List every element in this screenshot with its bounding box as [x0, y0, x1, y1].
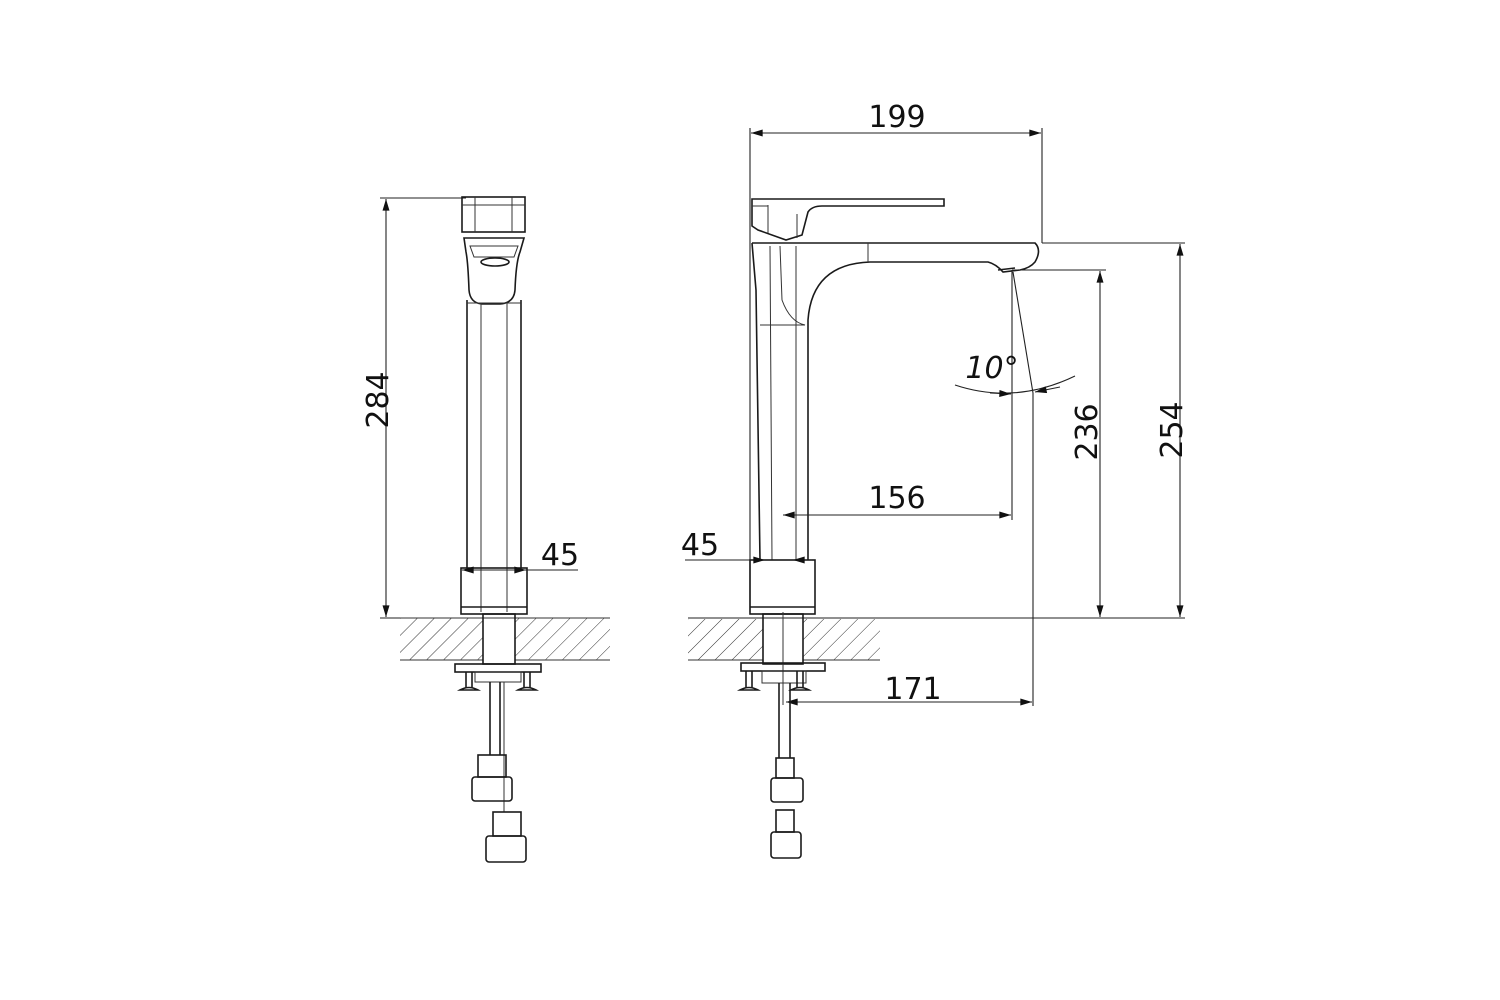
side-mounting-hardware — [454, 663, 542, 691]
spout-top-height-label: 254 — [1155, 401, 1190, 458]
angle-arrow-left — [989, 389, 1012, 397]
angle-arc — [954, 375, 1076, 394]
side-countertop-section — [400, 613, 610, 665]
side-column — [466, 300, 522, 612]
front-lever-handle — [751, 198, 945, 241]
front-overall-width-label: 199 — [868, 100, 925, 135]
front-base — [749, 559, 816, 615]
angle-arrow-right — [1034, 386, 1061, 394]
stream-reach-label: 171 — [884, 672, 941, 707]
front-base-width-label: 45 — [681, 528, 719, 563]
aerator-height-label: 236 — [1070, 403, 1105, 460]
front-body-spout — [751, 242, 1040, 561]
front-countertop-section — [688, 612, 880, 705]
front-mounting-hardware — [736, 662, 826, 691]
front-supply-hoses — [770, 683, 804, 859]
front-view: 199 45 254 236 — [681, 100, 1190, 859]
side-spout-head — [463, 237, 526, 305]
side-base-width-label: 45 — [541, 538, 579, 573]
side-handle — [461, 196, 526, 233]
stream-line — [1012, 271, 1034, 706]
spout-reach-label: 156 — [868, 481, 925, 516]
side-supply-hoses — [471, 682, 527, 863]
side-aerator — [480, 257, 510, 267]
side-height-label: 284 — [361, 371, 396, 428]
side-base — [460, 567, 528, 615]
stream-angle-label: 10° — [965, 351, 1018, 386]
side-view: 284 45 — [361, 196, 610, 863]
